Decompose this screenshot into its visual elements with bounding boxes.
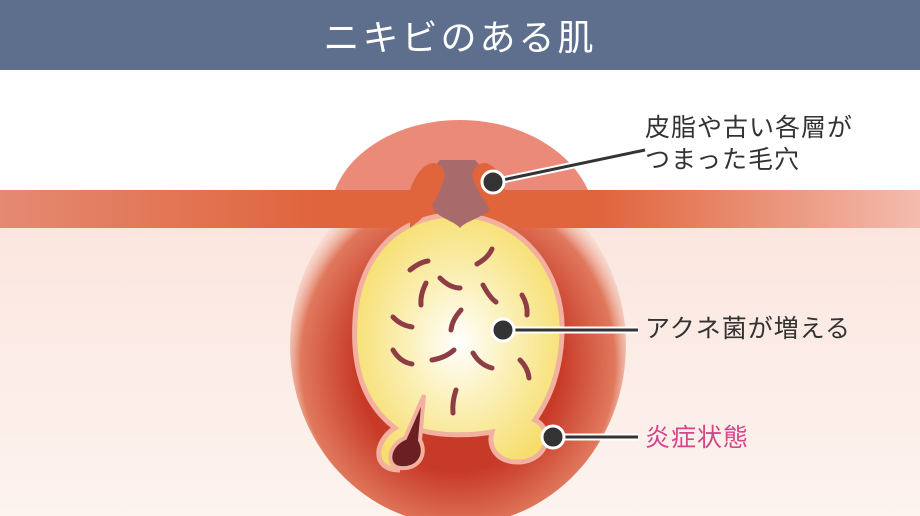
page-title: ニキビのある肌 — [323, 18, 597, 59]
label-inflammation: 炎症状態 — [645, 423, 750, 452]
acne-bacteria — [390, 246, 532, 416]
label-clogged-pore: 皮脂や古い各層が つまった毛穴 — [645, 112, 853, 176]
title-bar: ニキビのある肌 — [0, 0, 920, 70]
label-clogged-pore-line1: 皮脂や古い各層が — [645, 113, 854, 142]
callout-clogged-pore — [480, 146, 646, 195]
callout-inflammation — [540, 424, 638, 450]
hair-follicle — [388, 394, 426, 471]
pore-wall-left — [410, 163, 445, 228]
pus-sac — [352, 212, 565, 473]
label-clogged-pore-line2: つまった毛穴 — [645, 145, 801, 174]
label-acne-bacteria: アクネ菌が増える — [645, 314, 852, 343]
callout-acne-bacteria — [490, 317, 638, 343]
